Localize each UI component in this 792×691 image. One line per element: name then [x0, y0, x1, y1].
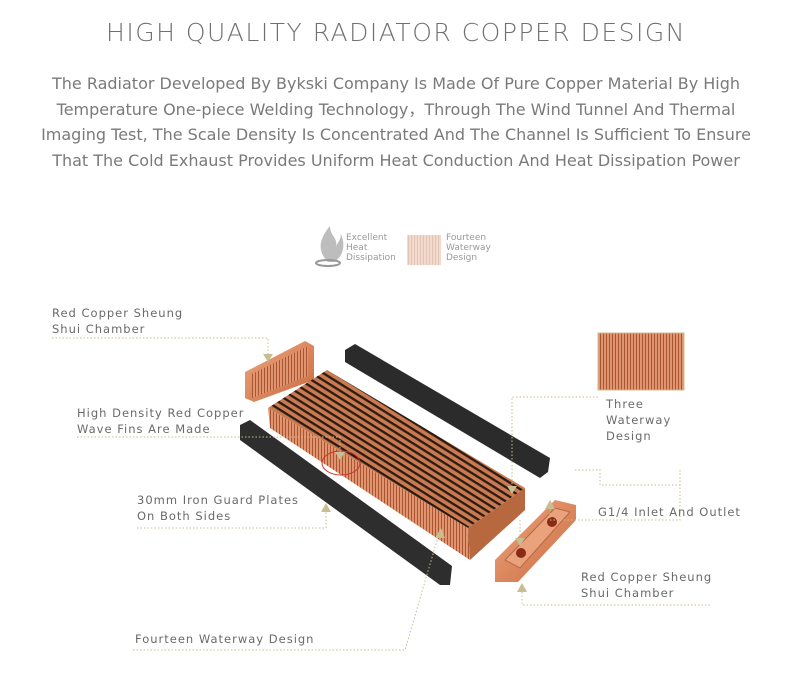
left-copper-chamber [245, 341, 314, 402]
feature-line: Fourteen [446, 233, 487, 243]
callout-fins: High Density Red Copper Wave Fins Are Ma… [77, 405, 244, 437]
callout-line: 30mm Iron Guard Plates [137, 493, 300, 507]
callout-guard-plates: 30mm Iron Guard Plates On Both Sides [137, 492, 299, 524]
callout-three-waterway: Three Waterway Design [606, 396, 671, 444]
flame-icon [315, 226, 344, 267]
front-guard-plate [240, 420, 452, 585]
back-guard-plate [345, 344, 550, 478]
callout-line: Red Copper Sheung [52, 306, 184, 320]
leader-lines [52, 337, 710, 651]
callout-right-chamber: Red Copper Sheung Shui Chamber [581, 569, 712, 601]
callout-line: Design [606, 429, 652, 443]
callout-fourteen-waterway: Fourteen Waterway Design [135, 632, 315, 646]
feature-line: Waterway [446, 243, 491, 253]
highlight-circle [321, 450, 361, 476]
feature-heat-label: Excellent Heat Dissipation [346, 233, 396, 263]
fins-icon [407, 235, 441, 265]
callout-line: Shui Chamber [581, 586, 675, 600]
callout-line: Wave Fins Are Made [77, 422, 211, 436]
feature-line: Design [446, 253, 478, 263]
callout-inlet-outlet: G1/4 Inlet And Outlet [598, 505, 741, 519]
callout-line: Waterway [606, 413, 672, 427]
feature-line: Excellent [346, 233, 388, 243]
copper-fin-block [268, 370, 525, 560]
callout-line: High Density Red Copper [77, 406, 245, 420]
description: The Radiator Developed By Bykski Company… [41, 74, 751, 170]
feature-waterway-label: Fourteen Waterway Design [446, 233, 491, 263]
feature-line: Heat [346, 243, 368, 253]
three-waterway-inset [597, 332, 685, 391]
arrow-markers [263, 354, 555, 592]
right-copper-chamber [495, 500, 576, 582]
page-title: HIGH QUALITY RADIATOR COPPER DESIGN [106, 18, 686, 47]
callout-left-chamber: Red Copper Sheung Shui Chamber [52, 305, 183, 337]
feature-line: Dissipation [346, 253, 396, 263]
callout-line: Shui Chamber [52, 322, 146, 336]
callout-line: Red Copper Sheung [581, 570, 713, 584]
callout-line: Three [606, 397, 644, 411]
callout-line: On Both Sides [137, 509, 232, 523]
